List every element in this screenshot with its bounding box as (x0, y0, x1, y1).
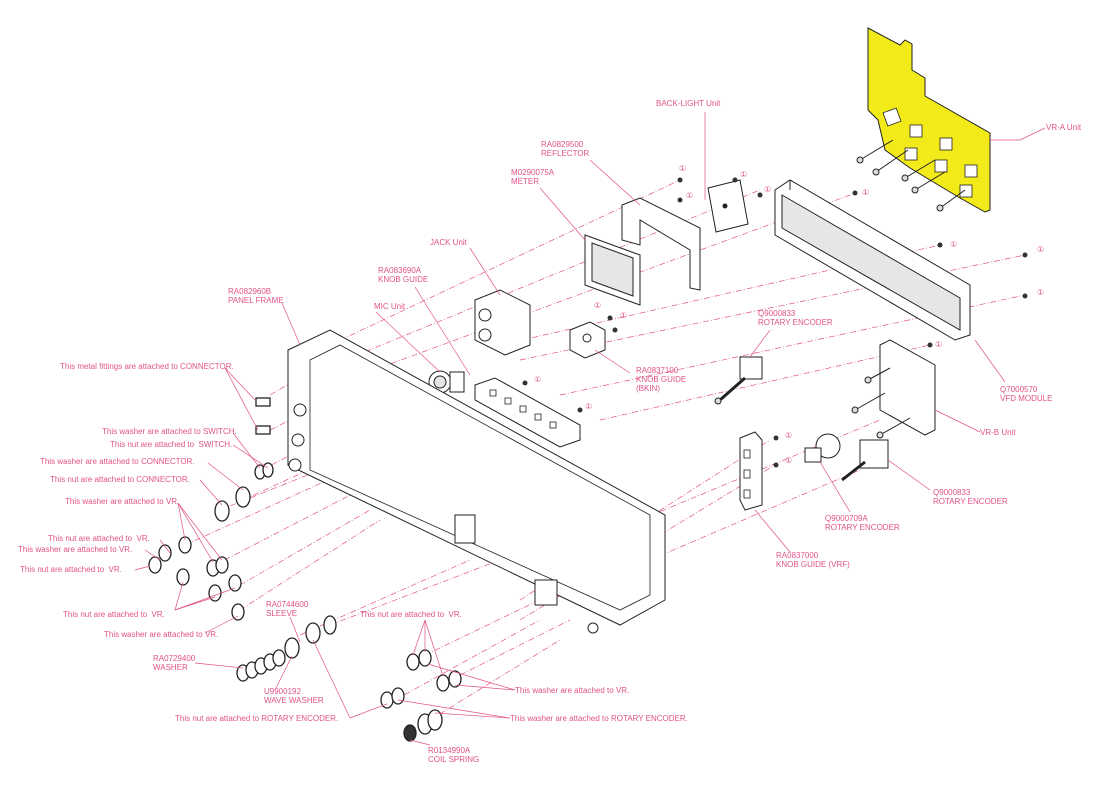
knob-guide-bkin (569, 321, 606, 359)
note-washer-rotary-encoder: This washer are attached to ROTARY ENCOD… (510, 714, 688, 723)
screw-marker: ① (935, 340, 943, 349)
leader-lines (134, 112, 1046, 746)
reflector (621, 197, 701, 291)
screw-marker: ① (620, 311, 628, 320)
note-nut-vr: This nut are attached to VR. (48, 534, 150, 543)
screw-marker: ① (740, 170, 748, 179)
screw-marker: ① (950, 240, 958, 249)
rotary-encoder-3 (804, 433, 841, 463)
screw-marker: ① (1037, 245, 1045, 254)
jack-unit-label: JACK Unit (430, 238, 467, 247)
note-washer-vr: This washer are attached to VR. (18, 545, 133, 554)
note-nut-vr: This nut are attached to VR. (20, 565, 122, 574)
screws (522, 177, 1028, 468)
meter (584, 234, 641, 306)
vfd-module (774, 179, 971, 341)
rotary-encoder-2 (841, 439, 889, 482)
note-nut-vr: This nut are attached to VR. (63, 610, 165, 619)
vr-a-unit-label: VR-A Unit (1046, 123, 1082, 132)
note-washer-vr: This washer are attached to VR. (65, 497, 180, 506)
screw-marker: ① (862, 188, 870, 197)
note-washer-connector: This washer are attached to CONNECTOR. (40, 457, 195, 466)
knob-guide-strip (474, 377, 581, 448)
backlight-unit-label: BACK-LIGHT Unit (656, 99, 721, 108)
mic-unit (428, 370, 465, 394)
screw-marker: ① (534, 375, 542, 384)
note-washer-switch: This washer are attached to SWITCH. (102, 427, 237, 436)
screw-marker: ① (585, 402, 593, 411)
note-nut-switch: This nut are attached to SWITCH. (110, 440, 233, 449)
panel-frame (287, 329, 666, 634)
washers-and-nuts (148, 397, 462, 742)
screw-marker: ① (764, 185, 772, 194)
note-nut-vr: This nut are attached to VR. (360, 610, 462, 619)
knob-guide-vrf (739, 431, 763, 511)
note-nut-connector: This nut are attached to CONNECTOR. (50, 475, 190, 484)
screw-marker: ① (785, 456, 793, 465)
note-washer-vr: This washer are attached to VR. (515, 686, 630, 695)
screw-marker: ① (686, 191, 694, 200)
note-metal-fittings: This metal fittings are attached to CONN… (60, 362, 234, 371)
note-nut-rotary-encoder: This nut are attached to ROTARY ENCODER. (175, 714, 339, 723)
vr-a-unit (856, 27, 991, 213)
screw-marker: ① (679, 164, 687, 173)
note-washer-vr: This washer are attached to VR. (104, 630, 219, 639)
jack-unit (474, 289, 531, 356)
rotary-encoder-1 (714, 356, 763, 405)
screw-marker: ① (594, 301, 602, 310)
screw-marker: ① (785, 431, 793, 440)
mic-unit-label: MIC Unit (374, 302, 406, 311)
backlight-unit (707, 179, 749, 233)
vr-b-unit-label: VR-B Unit (980, 428, 1016, 437)
screw-marker: ① (1037, 288, 1045, 297)
vr-b-unit (851, 339, 936, 439)
